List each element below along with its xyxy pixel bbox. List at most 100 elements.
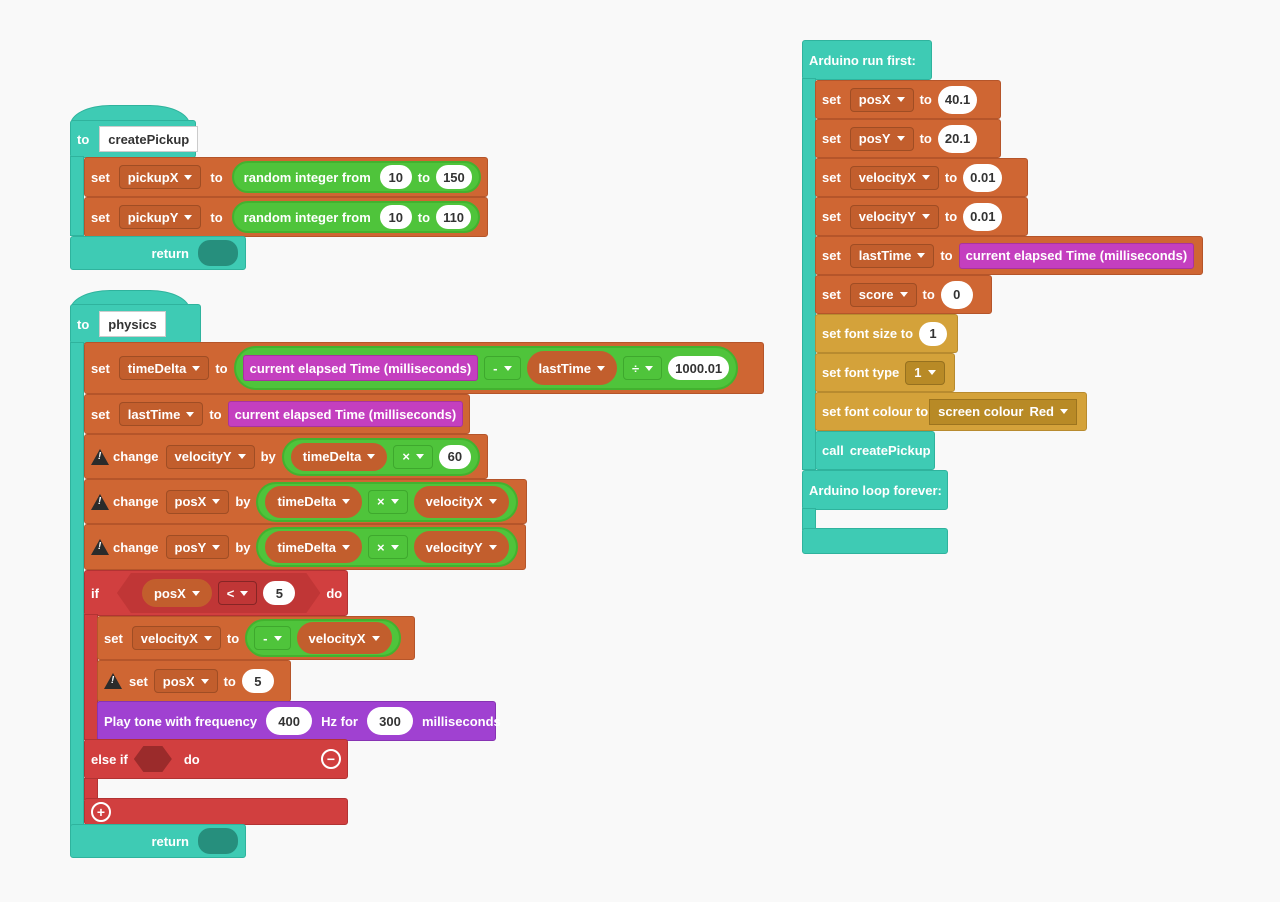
var-pill-velocityy[interactable]: velocityY: [413, 531, 509, 563]
condition-socket[interactable]: [133, 746, 172, 772]
physics-header[interactable]: to physics: [70, 304, 201, 344]
op-dropdown-multiply[interactable]: ×: [368, 489, 408, 514]
run-first-header[interactable]: Arduino run first:: [802, 40, 932, 80]
else-empty-slot[interactable]: [98, 782, 158, 800]
var-dropdown-lasttime[interactable]: lastTime: [118, 402, 204, 426]
set-velocityy-block[interactable]: set velocityY to 0.01: [815, 197, 1028, 236]
change-velocityy-block[interactable]: change velocityY by timeDelta × 60: [84, 434, 488, 479]
warning-icon[interactable]: [91, 539, 109, 555]
elapsed-time-block[interactable]: current elapsed Time (milliseconds): [242, 355, 479, 381]
procedure-name-field[interactable]: physics: [99, 311, 166, 337]
set-posx-block[interactable]: set posX to 5: [97, 660, 291, 702]
call-createpickup-block[interactable]: call createPickup: [815, 431, 935, 470]
multiply-block[interactable]: timeDelta × velocityY: [256, 527, 518, 567]
var-dropdown-posx[interactable]: posX: [153, 669, 218, 693]
random-integer-block[interactable]: random integer from 10 to 150: [231, 161, 481, 193]
number-input[interactable]: 5: [263, 581, 295, 605]
number-input[interactable]: 60: [438, 444, 471, 469]
op-dropdown-multiply[interactable]: ×: [393, 444, 433, 469]
set-font-size-block[interactable]: set font size to 1: [815, 314, 958, 353]
elapsed-time-block[interactable]: current elapsed Time (milliseconds): [958, 242, 1195, 269]
var-pill-velocityx[interactable]: velocityX: [296, 622, 392, 654]
number-input[interactable]: 150: [436, 165, 472, 189]
var-dropdown-pickupx[interactable]: pickupX: [118, 165, 202, 189]
create-pickup-header[interactable]: to createPickup: [70, 120, 199, 158]
set-posx-block[interactable]: set posX to 40.1: [815, 80, 1001, 119]
set-timedelta-block[interactable]: set timeDelta to current elapsed Time (m…: [84, 342, 764, 394]
loop-forever-header[interactable]: Arduino loop forever:: [802, 470, 948, 510]
number-input[interactable]: 1: [919, 321, 948, 346]
var-pill-lasttime[interactable]: lastTime: [526, 351, 618, 385]
var-dropdown-timedelta[interactable]: timeDelta: [118, 356, 210, 380]
number-input[interactable]: 1000.01: [668, 356, 730, 380]
var-dropdown-posx[interactable]: posX: [849, 87, 914, 112]
var-dropdown-velocityx[interactable]: velocityX: [849, 165, 939, 190]
set-posy-block[interactable]: set posY to 20.1: [815, 119, 1001, 158]
random-integer-block[interactable]: random integer from 10 to 110: [231, 201, 481, 233]
number-input[interactable]: 10: [379, 165, 412, 189]
var-dropdown-posy[interactable]: posY: [849, 126, 914, 151]
op-dropdown-minus[interactable]: -: [484, 356, 521, 380]
if-header[interactable]: if posX < 5 do: [84, 570, 348, 616]
op-dropdown-multiply[interactable]: ×: [368, 535, 408, 559]
var-dropdown-posy[interactable]: posY: [165, 535, 230, 559]
set-lasttime-block[interactable]: set lastTime to current elapsed Time (mi…: [815, 236, 1203, 275]
var-pill-velocityx[interactable]: velocityX: [413, 485, 509, 518]
else-if-header[interactable]: else if do −: [84, 739, 348, 779]
var-dropdown-score[interactable]: score: [849, 282, 917, 307]
set-velocityx-block[interactable]: set velocityX to - velocityX: [97, 616, 415, 660]
var-dropdown-lasttime[interactable]: lastTime: [849, 243, 935, 268]
set-font-type-block[interactable]: set font type 1: [815, 353, 955, 392]
var-dropdown-velocityy[interactable]: velocityY: [849, 204, 939, 229]
var-pill-timedelta[interactable]: timeDelta: [265, 531, 363, 563]
number-input[interactable]: 0.01: [963, 163, 1003, 192]
play-tone-block[interactable]: Play tone with frequency 400 Hz for 300 …: [97, 701, 501, 741]
op-dropdown-compare[interactable]: <: [218, 581, 258, 605]
var-dropdown-posx[interactable]: posX: [165, 489, 230, 514]
frequency-input[interactable]: 400: [266, 707, 313, 735]
op-dropdown-divide[interactable]: ÷: [623, 356, 663, 380]
if-footer[interactable]: +: [84, 798, 348, 825]
set-font-colour-block[interactable]: set font colour to screen colour Red: [815, 392, 1087, 431]
multiply-block[interactable]: timeDelta × 60: [281, 437, 480, 476]
var-pill-posx[interactable]: posX: [142, 579, 212, 607]
change-posx-block[interactable]: change posX by timeDelta × velocityX: [84, 479, 527, 524]
number-input[interactable]: 0.01: [963, 202, 1003, 231]
number-input[interactable]: 5: [241, 669, 274, 693]
number-input[interactable]: 110: [436, 205, 472, 229]
screen-colour-block[interactable]: screen colour Red: [929, 398, 1077, 425]
var-dropdown-pickupy[interactable]: pickupY: [118, 205, 202, 229]
number-input[interactable]: 40.1: [937, 85, 978, 114]
create-pickup-return[interactable]: return: [70, 236, 246, 270]
return-value-socket[interactable]: [198, 240, 238, 266]
loop-empty-slot[interactable]: [816, 511, 856, 529]
set-lasttime-block[interactable]: set lastTime to current elapsed Time (mi…: [84, 394, 470, 434]
multiply-block[interactable]: timeDelta × velocityX: [256, 481, 518, 522]
number-input[interactable]: 10: [379, 205, 412, 229]
divide-block[interactable]: current elapsed Time (milliseconds) - la…: [233, 346, 739, 390]
set-pickupy-block[interactable]: set pickupY to random integer from 10 to…: [84, 197, 488, 237]
elapsed-time-block[interactable]: current elapsed Time (milliseconds): [227, 401, 464, 427]
op-dropdown-negate[interactable]: -: [254, 626, 291, 650]
var-dropdown-velocityy[interactable]: velocityY: [165, 444, 255, 469]
procedure-name-field[interactable]: createPickup: [99, 126, 199, 152]
compare-block[interactable]: posX < 5: [117, 573, 320, 613]
warning-icon[interactable]: [91, 493, 109, 510]
return-value-socket[interactable]: [198, 828, 238, 854]
var-dropdown-velocityx[interactable]: velocityX: [131, 626, 221, 650]
var-pill-timedelta[interactable]: timeDelta: [265, 485, 363, 518]
number-input[interactable]: 20.1: [937, 124, 978, 153]
var-pill-timedelta[interactable]: timeDelta: [290, 442, 388, 471]
warning-icon[interactable]: [91, 448, 109, 465]
set-velocityx-block[interactable]: set velocityX to 0.01: [815, 158, 1028, 197]
duration-input[interactable]: 300: [367, 707, 413, 735]
negate-block[interactable]: - velocityX: [245, 619, 401, 657]
warning-icon[interactable]: [104, 673, 122, 689]
set-pickupx-block[interactable]: set pickupX to random integer from 10 to…: [84, 157, 488, 197]
number-input[interactable]: 0: [940, 280, 973, 309]
remove-else-if-icon[interactable]: −: [321, 749, 341, 769]
change-posy-block[interactable]: change posY by timeDelta × velocityY: [84, 524, 526, 570]
font-type-dropdown[interactable]: 1: [905, 360, 945, 385]
set-score-block[interactable]: set score to 0: [815, 275, 992, 314]
physics-return[interactable]: return: [70, 824, 246, 858]
